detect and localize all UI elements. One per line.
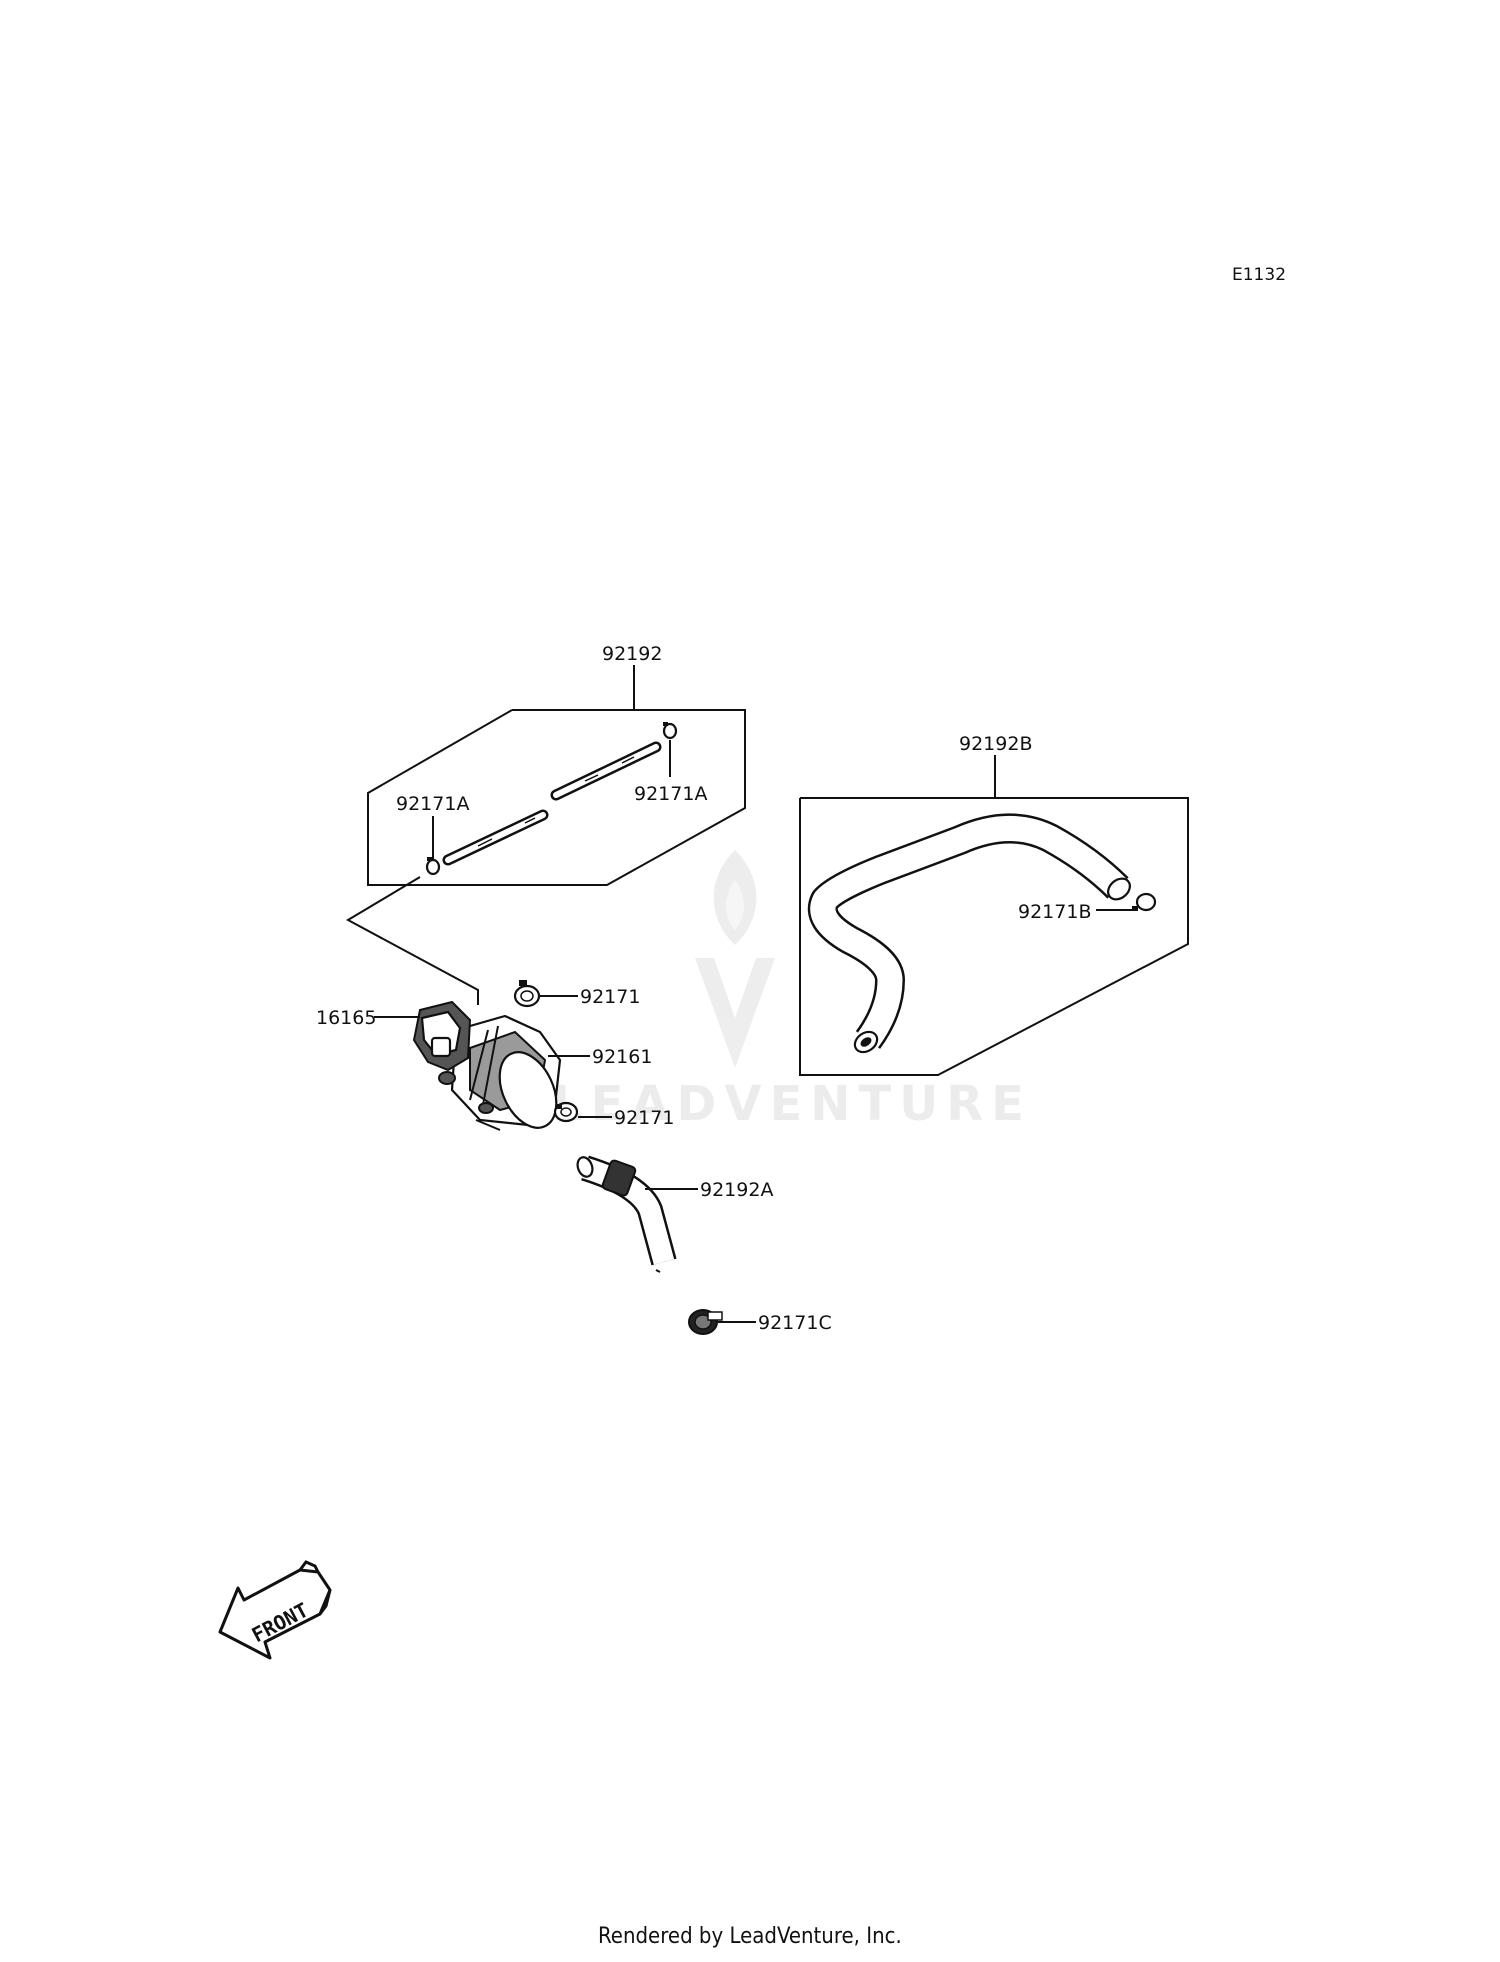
fuel-filter-assembly: 92171 16165 92161 92171	[316, 980, 674, 1131]
front-arrow-icon: FRONT	[218, 1560, 332, 1660]
fuel-filter-92161	[450, 1014, 562, 1131]
clamp-92171A-right	[662, 722, 678, 740]
group-box-92192	[367, 709, 746, 886]
footer-credit: Rendered by LeadVenture, Inc.	[598, 1924, 902, 1949]
callout-92161[interactable]: 92161	[592, 1046, 652, 1068]
callout-92171B[interactable]: 92171B	[1018, 901, 1091, 923]
bent-hose-92192B	[807, 813, 1131, 1054]
clamp-92171-lower	[553, 1101, 579, 1123]
fuel-valve-16165	[412, 1000, 494, 1114]
clamp-92171B	[1132, 892, 1157, 912]
callout-16165[interactable]: 16165	[316, 1007, 376, 1029]
callout-92171A-left[interactable]: 92171A	[396, 793, 469, 815]
vent-tube-right	[550, 741, 662, 801]
leadventure-watermark: LEADVENTURE	[552, 850, 1032, 1132]
leadventure-logo-icon	[695, 850, 775, 1068]
vent-tube-left	[442, 809, 549, 866]
callout-92192A[interactable]: 92192A	[700, 1179, 773, 1201]
callout-92192[interactable]: 92192	[602, 643, 662, 665]
hose-kit-92192B: 92192B 92171B	[799, 733, 1189, 1076]
hose-92192A	[576, 1155, 677, 1273]
tube-kit-92192: 92192 92171A 92171A	[367, 643, 746, 886]
callout-92192B[interactable]: 92192B	[959, 733, 1032, 755]
watermark-text: LEADVENTURE	[552, 1076, 1032, 1132]
callout-92171C[interactable]: 92171C	[758, 1312, 832, 1334]
group-box-92192B	[799, 797, 1189, 1076]
clamp-92171C	[688, 1309, 723, 1335]
callout-92171A-right[interactable]: 92171A	[634, 783, 707, 805]
callout-92171-lower[interactable]: 92171	[614, 1107, 674, 1129]
diagram-code: E1132	[1232, 265, 1286, 285]
clamp-92171-upper	[513, 980, 541, 1008]
kit-leader-line	[345, 876, 479, 1005]
callout-92171-upper[interactable]: 92171	[580, 986, 640, 1008]
